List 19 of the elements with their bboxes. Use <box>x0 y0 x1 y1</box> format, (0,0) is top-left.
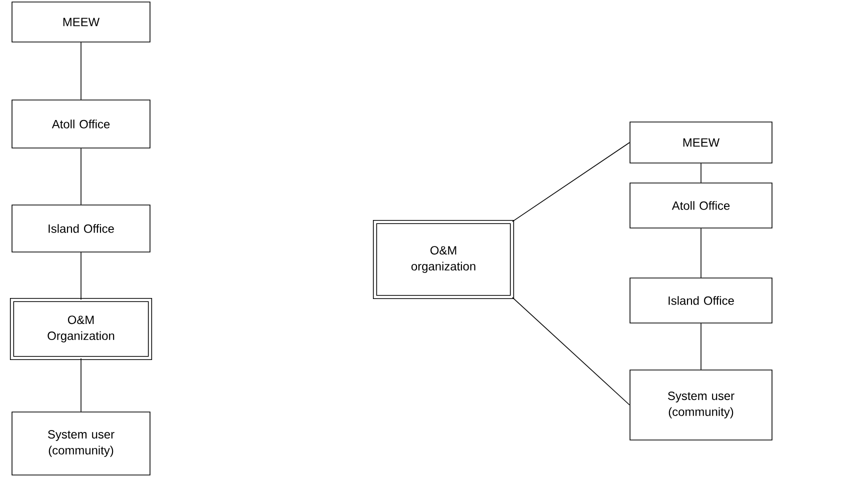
connector-line <box>700 163 702 183</box>
connector-line <box>700 228 702 278</box>
connector-line <box>80 42 82 100</box>
org-box: Atoll Office <box>12 100 150 148</box>
org-box: System user (community) <box>630 370 772 440</box>
connector-line <box>512 297 630 406</box>
connector-line <box>80 148 82 205</box>
connector-line <box>700 323 702 370</box>
connector-line <box>512 142 630 222</box>
double-bordered-box: O&M Organization <box>10 298 152 360</box>
org-box: Atoll Office <box>630 182 772 228</box>
double-bordered-box: O&M organization <box>372 220 514 300</box>
org-box: Island Office <box>630 278 772 324</box>
org-box: Island Office <box>12 204 150 252</box>
org-box: MEEW <box>12 2 150 42</box>
org-box: System user (community) <box>12 412 150 476</box>
connector-line <box>80 252 82 300</box>
connector-line <box>80 358 82 412</box>
org-box: MEEW <box>630 122 772 164</box>
